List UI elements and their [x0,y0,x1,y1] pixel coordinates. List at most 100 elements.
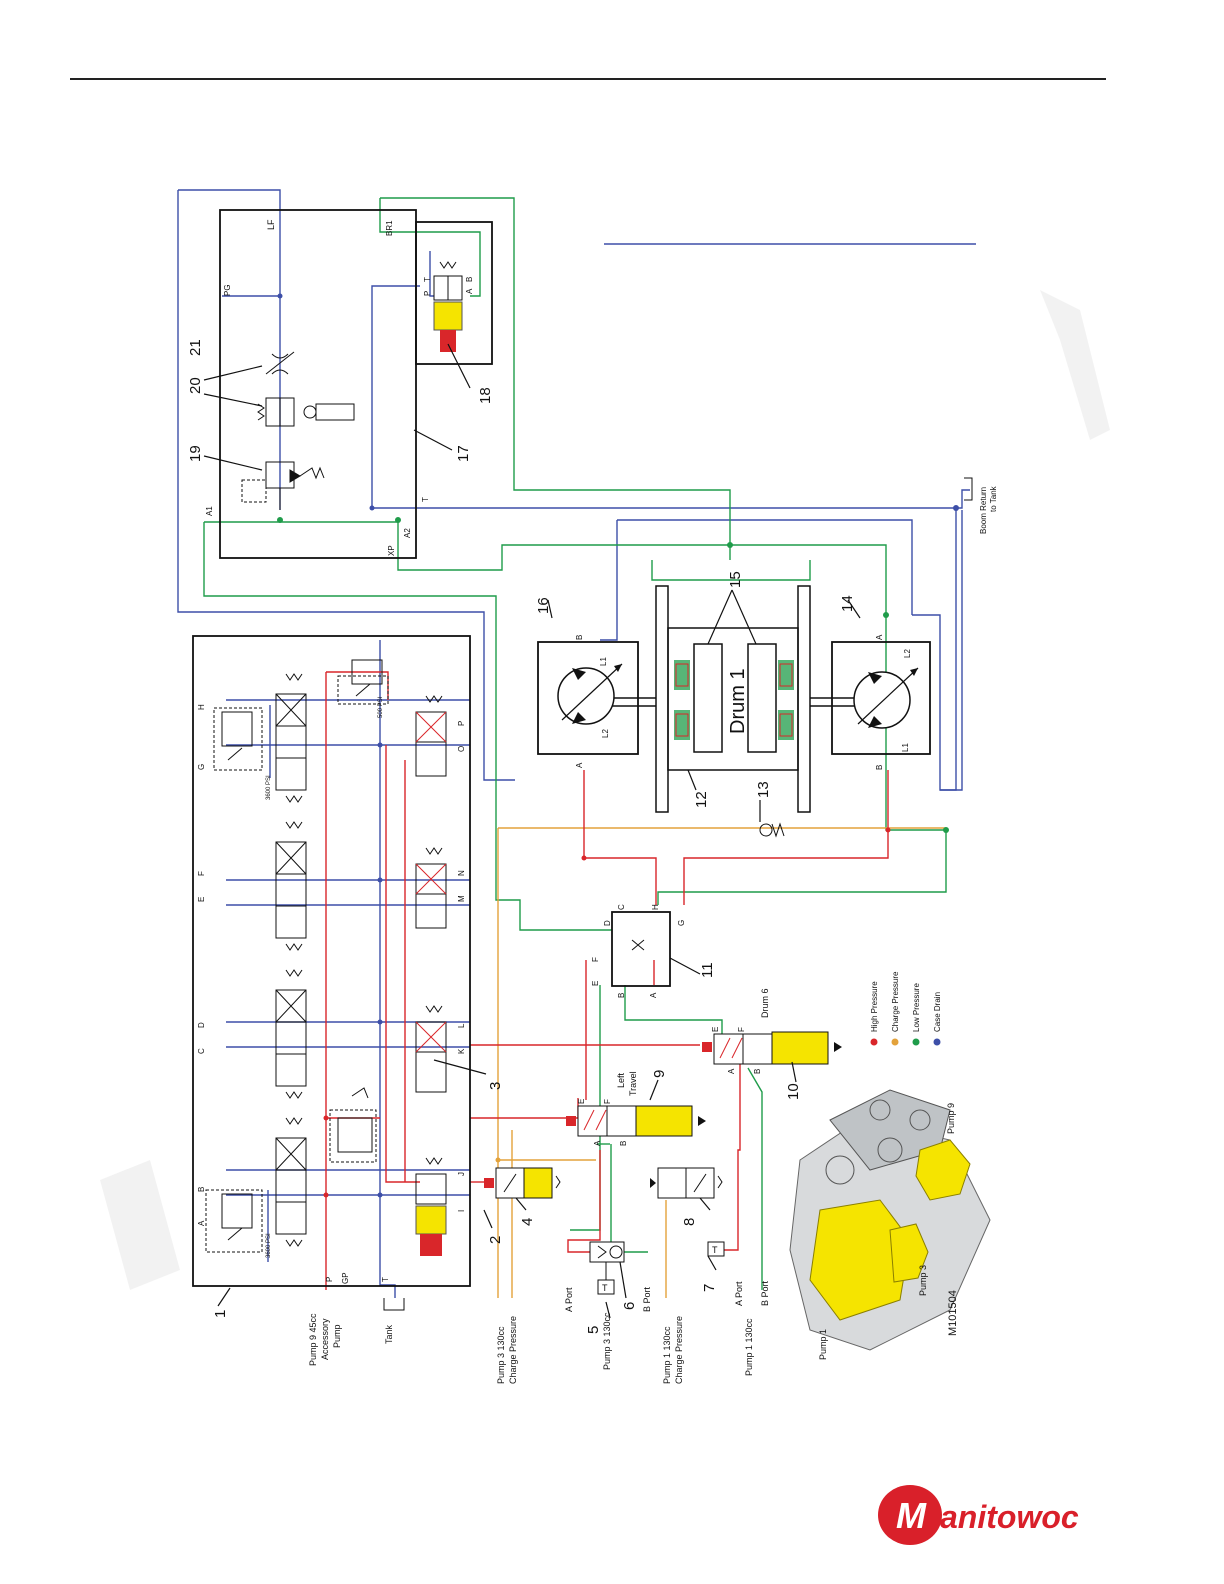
svg-text:J: J [457,1172,466,1176]
svg-text:A: A [197,1220,206,1226]
t-box-7: T [707,1241,725,1257]
svg-text:Pump 9: Pump 9 [946,1103,956,1134]
motor-14: A B L2 L1 [831,634,931,770]
valve-4 [484,1167,561,1199]
svg-text:L1: L1 [901,743,910,752]
callout-12: 12 [693,791,710,808]
svg-text:H: H [651,904,660,910]
svg-text:A Port: A Port [734,1281,744,1306]
svg-text:G: G [197,764,206,770]
svg-text:B: B [575,635,584,640]
svg-text:P: P [325,1277,334,1282]
main-valve-ports: H G F E D C B A P O N M L K J I P GP T 3… [197,696,466,1284]
port-br1: BR1 [385,220,394,236]
svg-text:L1: L1 [599,657,608,666]
callout-numbers: 1 2 3 4 5 6 7 8 9 10 11 12 13 14 15 16 1… [187,339,856,1334]
callout-4: 4 [519,1218,536,1226]
svg-text:F: F [603,1099,612,1104]
valve-10: E F A B Drum 6 [702,988,842,1074]
tank-symbol [383,1298,405,1311]
callout-15: 15 [727,571,744,588]
svg-text:Tank: Tank [384,1324,394,1344]
component-19-relief [241,461,325,510]
callout-20: 20 [187,377,204,394]
svg-text:A: A [875,634,884,640]
svg-text:E: E [591,981,600,986]
valve-8 [650,1167,723,1199]
svg-text:M: M [896,1495,927,1536]
svg-text:K: K [457,1048,466,1054]
motor-16: B A L1 L2 [537,635,639,768]
svg-text:Charge Pressure: Charge Pressure [508,1316,518,1384]
svg-text:Charge Pressure: Charge Pressure [674,1316,684,1384]
port-a1: A1 [205,506,214,516]
svg-text:A: A [727,1068,736,1074]
svg-text:P: P [457,721,466,726]
svg-text:P: P [423,291,432,296]
drum-1-assembly [610,585,856,813]
port-lf: LF [266,219,276,230]
svg-text:A: A [575,762,584,768]
svg-text:Left: Left [616,1072,626,1088]
svg-text:Travel: Travel [628,1071,638,1096]
legend-swatch [912,1038,920,1046]
header-rule [70,78,1106,80]
valve-18 [433,261,463,352]
callout-6: 6 [621,1302,638,1310]
svg-text:L2: L2 [601,729,610,738]
callout-16: 16 [535,597,552,614]
svg-text:Pump 3 130cc: Pump 3 130cc [602,1312,612,1370]
drum-label: Drum 1 [727,668,749,734]
callout-leaders [203,343,861,1319]
svg-text:to Tank: to Tank [989,485,998,512]
legend-label: High Pressure [870,981,879,1032]
svg-text:N: N [457,870,466,876]
svg-text:Accessory: Accessory [320,1318,330,1360]
valve-18-ports: P T A B [423,277,474,296]
callout-19: 19 [187,445,204,462]
top-valve-block [219,209,493,559]
component-20-check [257,397,355,427]
callout-11: 11 [699,962,716,978]
svg-text:Boom Return: Boom Return [979,487,988,534]
svg-text:Pump 1: Pump 1 [818,1329,828,1360]
svg-text:L: L [457,1023,466,1028]
valve-18-housing [415,221,493,365]
svg-text:E: E [711,1027,720,1032]
callout-14: 14 [839,595,856,612]
svg-text:T: T [381,1277,390,1282]
callout-1: 1 [212,1310,229,1318]
svg-text:A: A [593,1140,602,1146]
check-valve-13 [759,822,785,838]
svg-text:A: A [465,288,474,294]
svg-text:Pump 3: Pump 3 [918,1265,928,1296]
svg-text:B: B [197,1187,206,1192]
svg-text:T: T [712,1245,718,1255]
pump-illustration: Pump 1 Pump 3 Pump 9 M101504 [789,1089,991,1360]
svg-text:B: B [753,1069,762,1074]
shuttle-valve-6: T [589,1241,625,1295]
logo-text: anitowoc [940,1499,1079,1535]
svg-text:B: B [619,1141,628,1146]
legend-label: Charge Pressure [891,971,900,1032]
svg-text:I: I [457,1210,466,1212]
svg-text:B: B [617,993,626,998]
port-xp: XP [387,545,396,556]
svg-text:Pump: Pump [332,1324,342,1348]
svg-text:M: M [457,895,466,902]
svg-text:M101504: M101504 [947,1290,959,1336]
callout-9: 9 [651,1070,668,1078]
svg-text:F: F [591,957,600,962]
callout-17: 17 [455,445,472,462]
bottom-labels: Pump 9 45cc Accessory Pump Tank Pump 3 1… [308,485,998,1384]
callout-2: 2 [487,1236,504,1244]
svg-text:B: B [875,765,884,770]
svg-text:F: F [197,871,206,876]
svg-text:E: E [197,897,206,902]
legend-label: Low Pressure [912,983,921,1032]
manitowoc-logo: M anitowoc [878,1485,1079,1545]
svg-text:Pump 1 130cc: Pump 1 130cc [662,1326,672,1384]
svg-text:500 PSI: 500 PSI [378,696,384,718]
svg-text:H: H [197,704,206,710]
